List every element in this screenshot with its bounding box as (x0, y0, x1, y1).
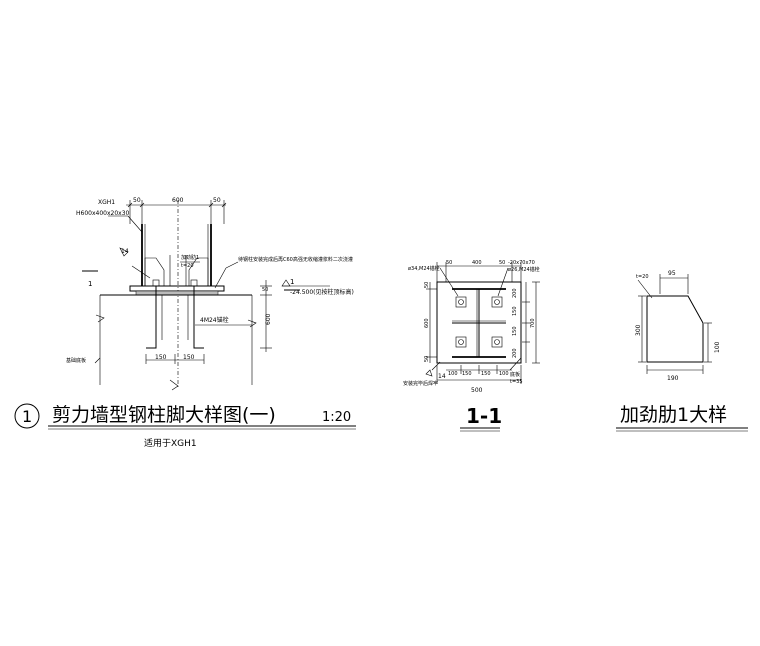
section-mark-right: 1 (290, 278, 294, 286)
dim-right-small: 50 (262, 287, 268, 293)
plan-dim-bottom-total: 500 (471, 387, 483, 394)
plan-plate-label: -20x70x70 (508, 260, 535, 266)
stiffener-thickness-label: t=20 (181, 263, 194, 269)
dim-top-right: 50 (213, 197, 221, 204)
plan-dim-bottom-1: 100 (448, 371, 458, 377)
section-title: 1-1 (466, 404, 502, 428)
stiffener-dim-right: 100 (714, 341, 721, 353)
plan-dim-left-bottom: 50 (424, 356, 430, 362)
dim-bottom-left: 150 (155, 354, 167, 361)
plan-dim-right-1: 200 (512, 288, 518, 298)
stiffener-dim-left: 300 (635, 324, 642, 336)
weld-size-label: 14 (121, 248, 129, 255)
dim-top-middle: 600 (172, 197, 184, 204)
stiffener-detail-drawing (637, 274, 712, 374)
plan-dim-top-right: 50 (499, 260, 505, 266)
plan-weld-size: 14 (438, 373, 446, 380)
detail-number-circle (14, 403, 40, 429)
plan-dim-left-middle: 600 (424, 318, 430, 328)
grout-note: 待钢柱安装完成后再C60高强无收缩灌浆料二次浇灌 (238, 256, 353, 263)
grout-layer (135, 290, 219, 296)
plan-dim-right-total: 700 (530, 318, 536, 328)
member-label: XGH1 (98, 199, 115, 206)
dim-top-left: 50 (133, 197, 141, 204)
plan-base-label: 底板 (510, 371, 520, 378)
section-mark-left: 1 (88, 280, 92, 288)
stiffener-title: 加劲肋1大样 (620, 404, 727, 426)
anchor-bolt-label: 4M24锚栓 (200, 316, 229, 324)
column-base-elevation (82, 200, 330, 391)
stiffener-label: 加劲肋1 (181, 254, 199, 261)
dim-bottom-right: 150 (183, 354, 195, 361)
section-1-1-plan (425, 262, 540, 384)
detail-scale: 1:20 (322, 410, 351, 425)
plan-dim-right-3: 150 (512, 326, 518, 336)
stiffener-dim-top: 95 (668, 270, 676, 277)
plan-base-thickness: t=35 (510, 379, 523, 385)
plan-dim-right-2: 150 (512, 306, 518, 316)
plan-hole2-label: ø26,M24锚栓 (508, 266, 540, 273)
stiffener-dim-bottom: 190 (667, 375, 679, 382)
plan-weld-note: 安装完毕后焊牢 (403, 380, 438, 387)
plan-hole-label: ø34,M24锚栓 (408, 265, 440, 272)
detail-subtitle: 适用于XGH1 (144, 438, 197, 449)
plan-dim-bottom-2: 150 (462, 371, 472, 377)
plan-dim-left-top: 50 (424, 282, 430, 288)
plan-dim-top-middle: 400 (472, 260, 482, 266)
plan-dim-top-left: 50 (446, 260, 452, 266)
foundation-label: 基础底板 (66, 357, 86, 364)
plan-dim-right-4: 200 (512, 348, 518, 358)
detail-number: 1 (22, 407, 32, 426)
plan-dim-bottom-3: 150 (481, 371, 491, 377)
dim-right: 600 (265, 313, 272, 325)
detail-title: 剪力墙型钢柱脚大样图(一) (52, 404, 276, 426)
stiffener-thickness: t=20 (636, 274, 649, 280)
section-label: H600x400x20x30 (76, 210, 130, 217)
plan-dim-bottom-4: 100 (499, 371, 509, 377)
elevation-label: -24.500(见按柱顶标高) (290, 288, 354, 296)
